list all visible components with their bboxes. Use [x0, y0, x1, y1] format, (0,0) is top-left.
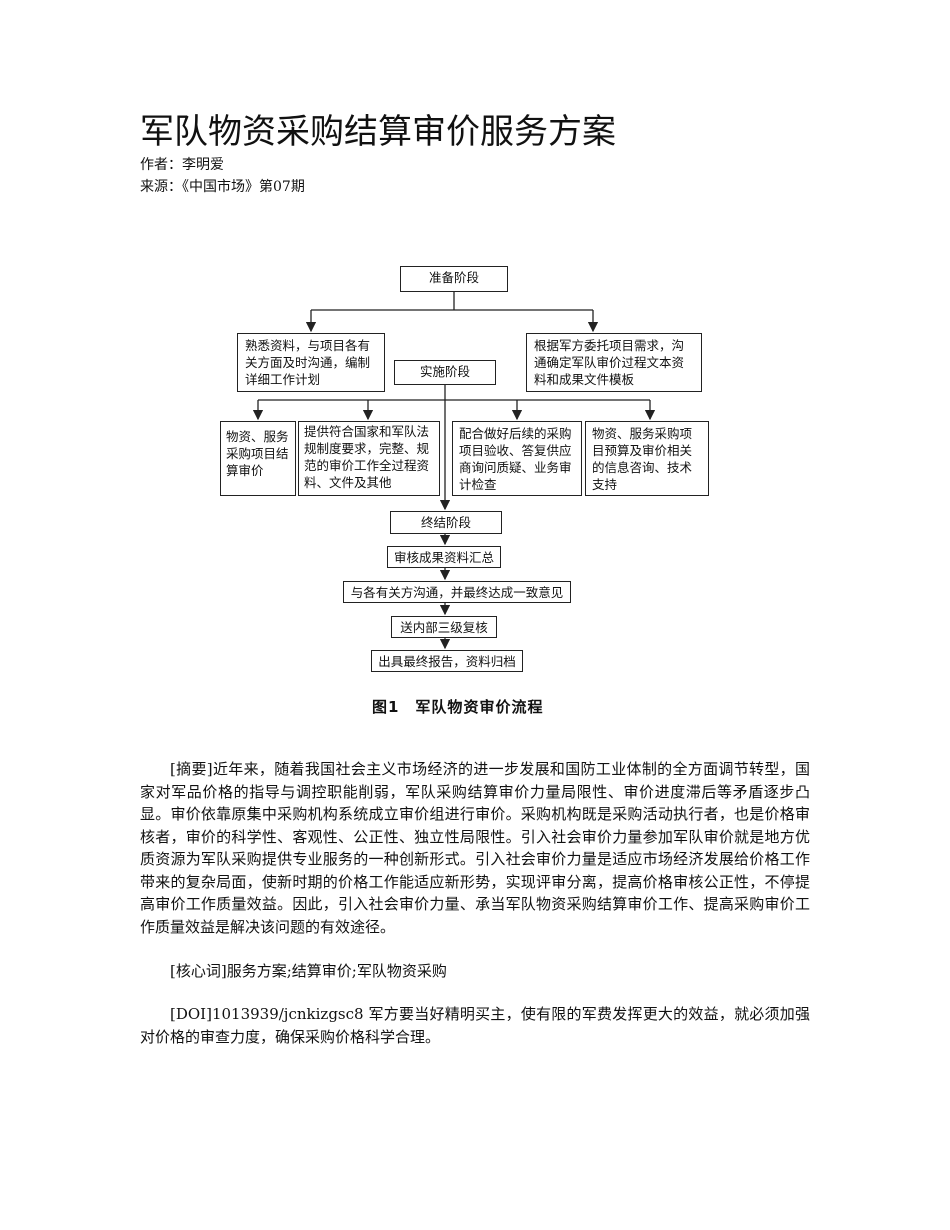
figure-caption: 图1 军队物资审价流程	[372, 698, 544, 716]
flow-impl-3: 配合做好后续的采购项目验收、答复供应商询问质疑、业务审计检查	[452, 421, 582, 496]
flow-impl-4: 物资、服务采购项目预算及审价相关的信息咨询、技术支持	[585, 421, 709, 496]
flow-final-1: 审核成果资料汇总	[387, 546, 501, 568]
flow-impl-1: 物资、服务采购项目结算审价	[220, 421, 296, 496]
page-title: 军队物资采购结算审价服务方案	[140, 112, 616, 152]
flow-prep-stage: 准备阶段	[400, 266, 508, 292]
flow-final-3: 送内部三级复核	[391, 616, 497, 638]
keywords-paragraph: [核心词]服务方案;结算审价;军队物资采购	[170, 962, 447, 980]
flow-prep-right: 根据军方委托项目需求，沟通确定军队审价过程文本资料和成果文件模板	[526, 333, 702, 392]
flow-final-2: 与各有关方沟通，并最终达成一致意见	[343, 581, 571, 603]
abstract-paragraph: [摘要]近年来，随着我国社会主义市场经济的进一步发展和国防工业体制的全方面调节转…	[140, 760, 810, 936]
flow-impl-stage: 实施阶段	[394, 360, 496, 385]
author-line: 作者：李明爱	[140, 157, 224, 173]
flow-final-stage: 终结阶段	[390, 511, 502, 534]
flow-prep-left: 熟悉资料，与项目各有关方面及时沟通，编制详细工作计划	[237, 333, 385, 392]
source-line: 来源：《中国市场》第07期	[140, 179, 305, 195]
flow-impl-2: 提供符合国家和军队法规制度要求，完整、规范的审价工作全过程资料、文件及其他	[298, 421, 440, 496]
intro-paragraph: [DOI]1013939/jcnkizgsc8 军方要当好精明买主，使有限的军费…	[140, 1005, 810, 1046]
flow-final-4: 出具最终报告，资料归档	[371, 650, 523, 672]
